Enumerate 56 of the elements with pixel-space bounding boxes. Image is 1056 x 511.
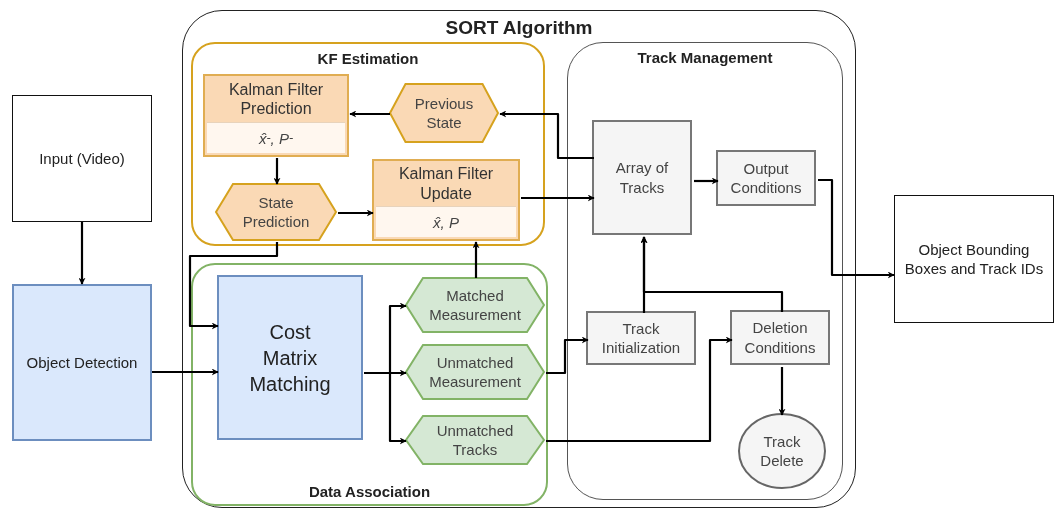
node-label: Kalman Filter Prediction bbox=[227, 79, 325, 119]
filter-box bbox=[372, 159, 520, 241]
arrow bbox=[521, 194, 595, 202]
process-box bbox=[716, 150, 816, 206]
arrow bbox=[152, 368, 219, 376]
section-title: SORT Algorithm bbox=[444, 17, 594, 39]
result-hexagon bbox=[405, 415, 545, 465]
filter-box bbox=[203, 74, 349, 157]
arrow bbox=[499, 110, 594, 160]
node-label: Input (Video) bbox=[38, 148, 126, 169]
arrow bbox=[472, 241, 480, 278]
node-label: Array of Tracks bbox=[614, 158, 670, 197]
arrow bbox=[349, 110, 390, 118]
section-title: KF Estimation bbox=[316, 50, 420, 67]
formula: x̂, P bbox=[376, 206, 516, 237]
management-container bbox=[567, 42, 843, 500]
node-label: Object Detection bbox=[25, 352, 139, 373]
result-hexagon bbox=[405, 277, 545, 333]
state-hexagon bbox=[215, 183, 337, 241]
terminal-circle bbox=[738, 413, 826, 489]
node-label: Track Delete bbox=[759, 431, 805, 471]
association-container bbox=[191, 263, 548, 506]
io-box bbox=[12, 95, 152, 222]
node-label: Kalman Filter Update bbox=[397, 164, 495, 204]
algorithm-container bbox=[182, 10, 856, 508]
node-label: Cost Matrix Matching bbox=[248, 319, 332, 397]
state-hexagon bbox=[389, 83, 499, 143]
arrow bbox=[640, 236, 784, 312]
node-label: Unmatched Measurement bbox=[428, 352, 522, 392]
node-label: Previous State bbox=[413, 93, 475, 133]
process-box bbox=[217, 275, 363, 440]
node-label: Object Bounding Boxes and Track IDs bbox=[903, 239, 1045, 279]
arrow bbox=[273, 158, 281, 185]
node-label: Matched Measurement bbox=[428, 285, 522, 325]
arrow bbox=[778, 367, 786, 416]
process-box bbox=[586, 311, 696, 365]
section-title: Track Management bbox=[636, 49, 774, 66]
node-label: State Prediction bbox=[241, 192, 311, 232]
arrow bbox=[338, 209, 374, 217]
arrow bbox=[188, 242, 279, 330]
result-hexagon bbox=[405, 344, 545, 400]
node-label: Unmatched Tracks bbox=[435, 420, 515, 460]
arrow bbox=[818, 178, 895, 279]
arrow bbox=[694, 177, 719, 185]
io-box bbox=[894, 195, 1054, 323]
node-label: Deletion Conditions bbox=[743, 318, 817, 357]
process-box bbox=[12, 284, 152, 441]
node-label: Track Initialization bbox=[600, 318, 682, 358]
process-box bbox=[592, 120, 692, 235]
arrow bbox=[546, 336, 733, 443]
arrow bbox=[546, 336, 589, 375]
estimation-container bbox=[191, 42, 545, 246]
section-title: Data Association bbox=[307, 483, 432, 500]
arrow bbox=[78, 222, 86, 285]
node-label: Output Conditions bbox=[729, 158, 803, 198]
process-box bbox=[730, 310, 830, 365]
